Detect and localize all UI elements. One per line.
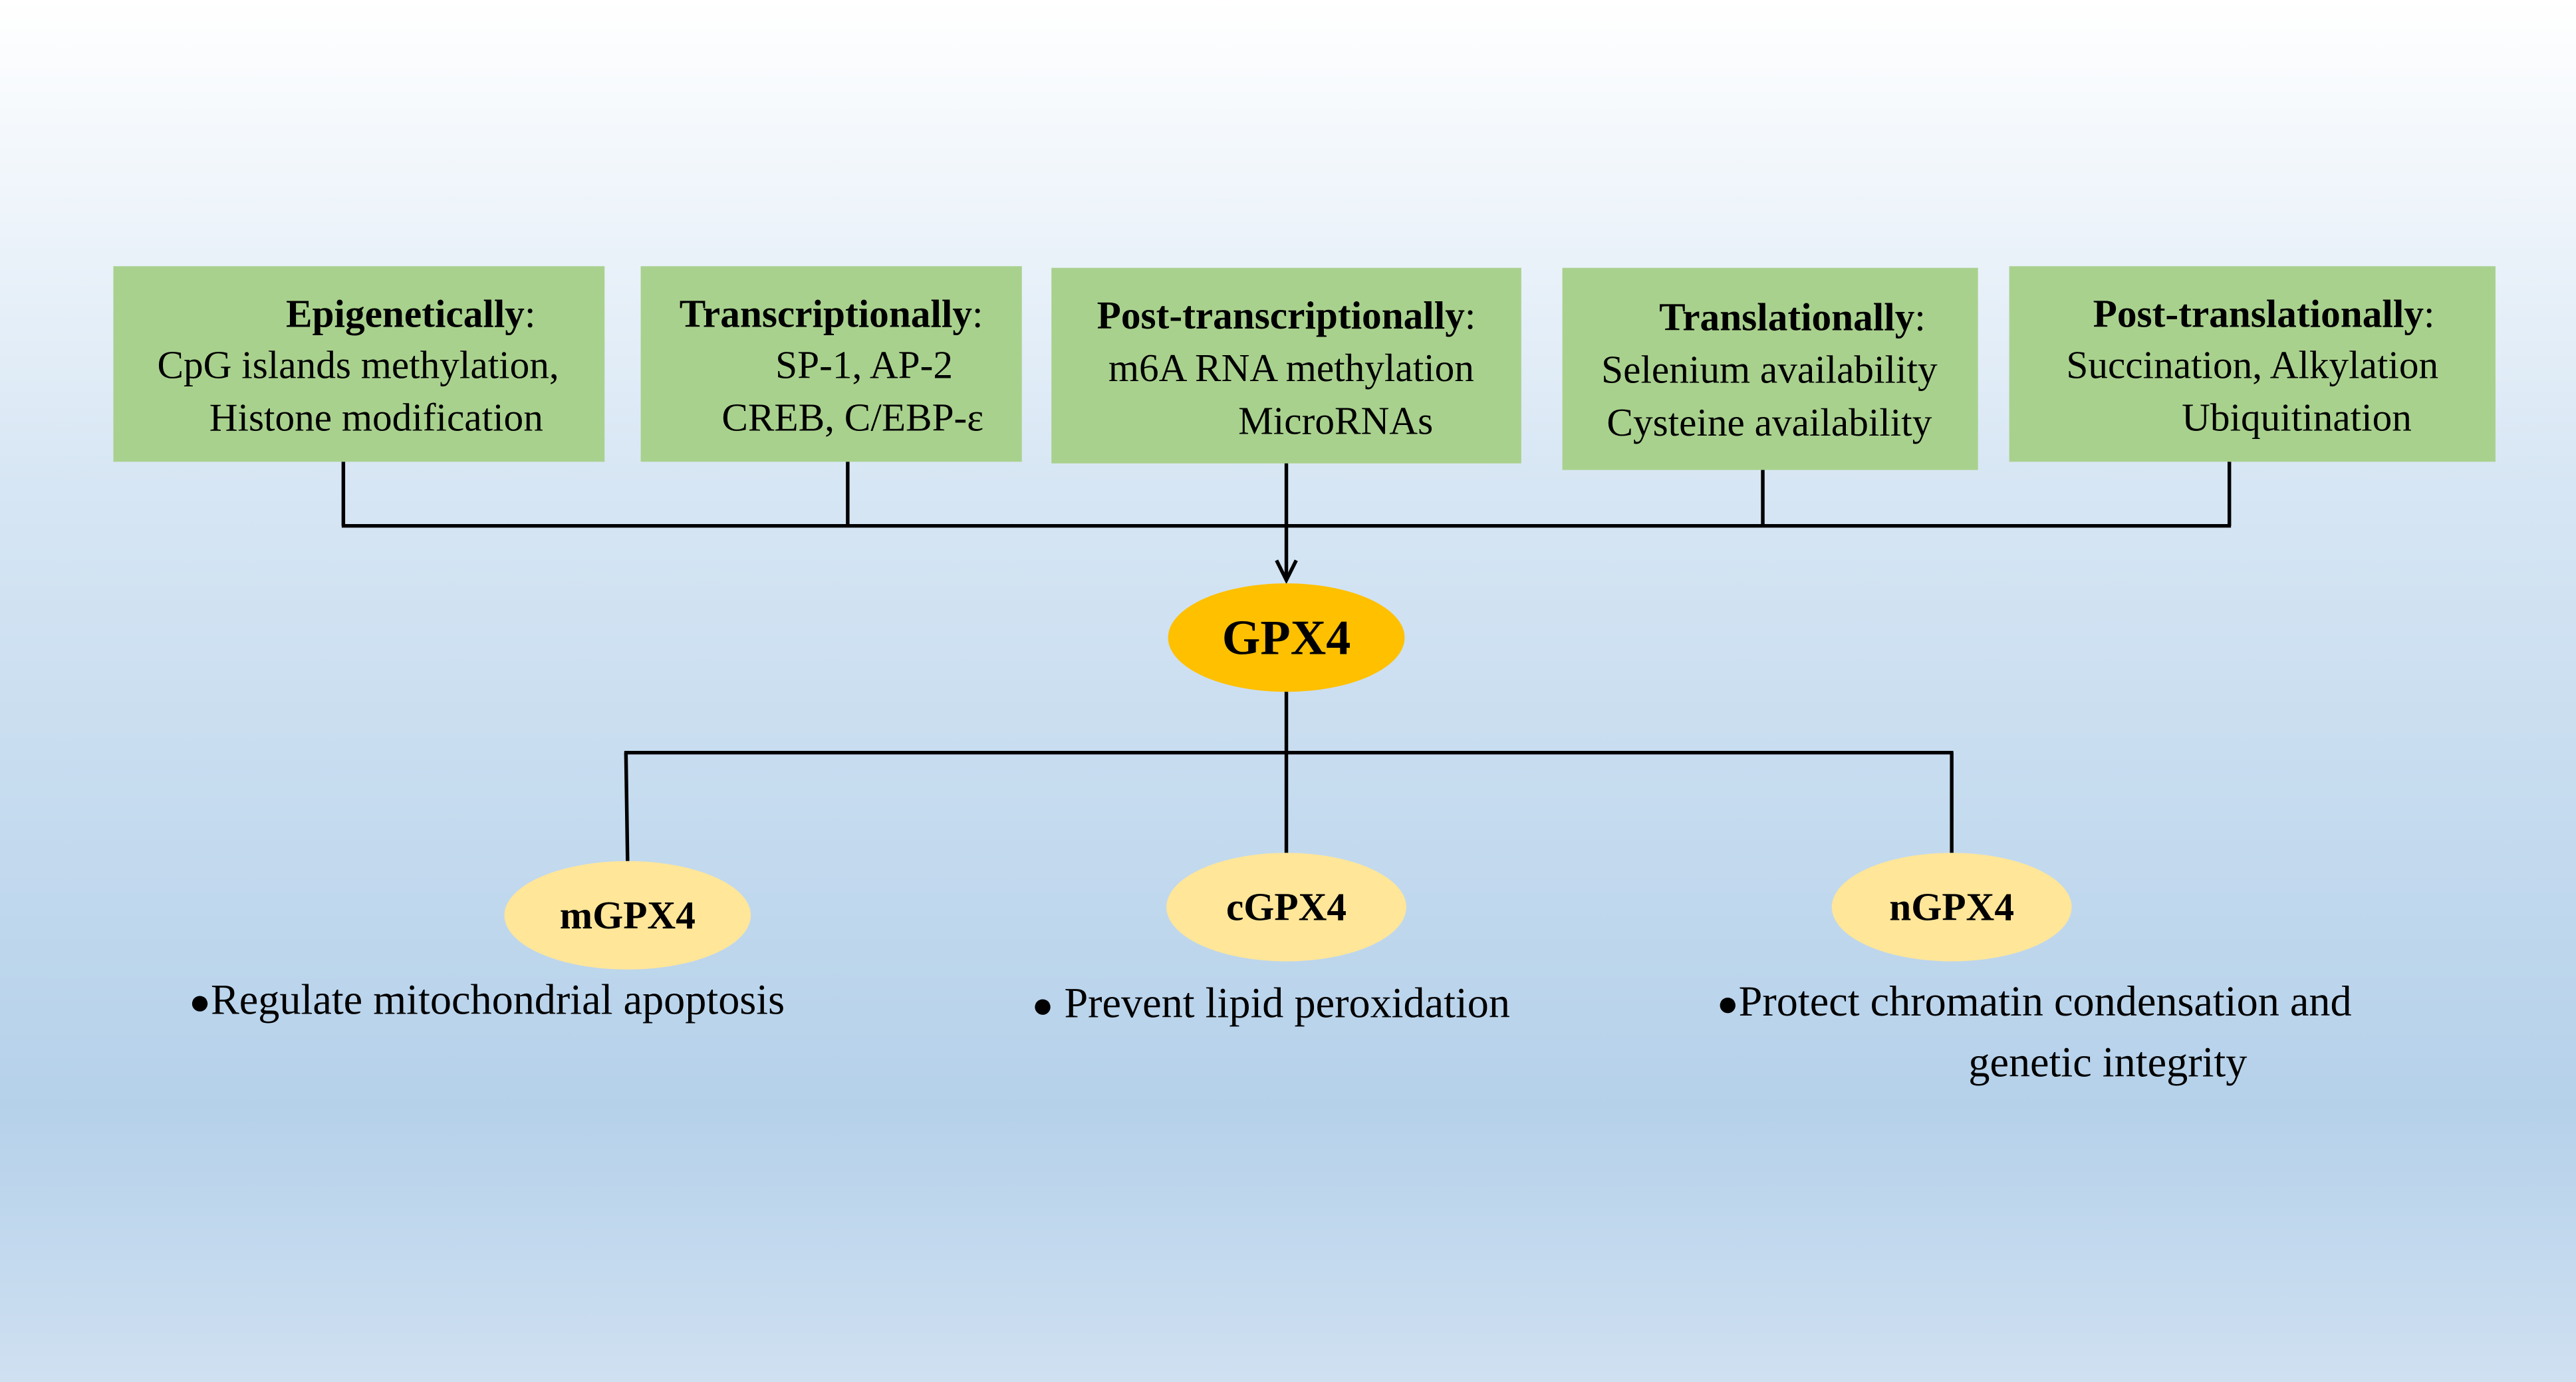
box-rect bbox=[113, 266, 605, 462]
box-line: CpG islands methylation, bbox=[157, 343, 559, 386]
box-line: CREB, C/EBP-ε bbox=[721, 395, 983, 439]
gpx4-label: GPX4 bbox=[1222, 611, 1351, 665]
upper-connectors bbox=[341, 462, 2232, 585]
isoform-ellipse bbox=[1831, 853, 2072, 962]
regulation-box-transcriptional: Transcriptionally: SP-1, AP-2 CREB, C/EB… bbox=[640, 266, 1022, 462]
isoform-function: ●Regulate mitochondrial apoptosis bbox=[189, 976, 785, 1024]
regulation-box-epigenetic: Epigenetically: CpG islands methylation,… bbox=[113, 266, 605, 462]
box-line: Cysteine availability bbox=[1607, 400, 1932, 444]
box-rect bbox=[1562, 267, 1978, 470]
box-heading: Epigenetically: bbox=[286, 292, 535, 336]
box-heading: Post-translationally: bbox=[2093, 292, 2435, 336]
isoform-cgpx4: cGPX4 ● Prevent lipid peroxidation bbox=[1032, 853, 1510, 1026]
box-line: Histone modification bbox=[209, 395, 543, 439]
box-line: Selenium availability bbox=[1601, 348, 1938, 392]
regulation-box-translational: Translationally: Selenium availability C… bbox=[1562, 267, 1978, 470]
isoform-function-line2: genetic integrity bbox=[1968, 1038, 2247, 1085]
box-line: Succination, Alkylation bbox=[2066, 343, 2438, 386]
lower-connectors bbox=[624, 692, 1954, 861]
isoform-label: nGPX4 bbox=[1889, 885, 2014, 929]
box-heading: Transcriptionally: bbox=[680, 292, 983, 336]
box-rect bbox=[1051, 267, 1521, 464]
box-line: MicroRNAs bbox=[1238, 398, 1433, 442]
box-line: m6A RNA methylation bbox=[1108, 346, 1474, 390]
isoform-ellipse bbox=[504, 861, 751, 970]
isoform-function: ●Protect chromatin condensation and bbox=[1717, 978, 2352, 1025]
isoform-label: cGPX4 bbox=[1226, 885, 1347, 929]
bullet-icon: ● bbox=[1717, 984, 1739, 1024]
bullet-icon: ● bbox=[189, 982, 211, 1022]
bullet-icon: ● bbox=[1032, 985, 1054, 1025]
connector bbox=[624, 752, 630, 861]
isoform-label: mGPX4 bbox=[560, 893, 696, 937]
box-heading: Translationally: bbox=[1659, 295, 1926, 339]
box-rect bbox=[640, 266, 1022, 462]
gpx4-ellipse bbox=[1168, 583, 1405, 692]
box-line: SP-1, AP-2 bbox=[775, 343, 953, 386]
isoform-function: ● Prevent lipid peroxidation bbox=[1032, 979, 1510, 1026]
box-heading: Post-transcriptionally: bbox=[1097, 293, 1476, 337]
box-line: Ubiquitination bbox=[2182, 395, 2412, 439]
arrow-down-icon bbox=[1275, 559, 1298, 585]
isoform-ngpx4: nGPX4 ●Protect chromatin condensation an… bbox=[1717, 853, 2352, 1085]
regulation-box-post-translational: Post-translationally: Succination, Alkyl… bbox=[2009, 266, 2496, 462]
isoform-ellipse bbox=[1166, 853, 1406, 962]
isoform-mgpx4: mGPX4 ●Regulate mitochondrial apoptosis bbox=[189, 861, 785, 1024]
regulation-box-post-transcriptional: Post-transcriptionally: m6A RNA methylat… bbox=[1051, 267, 1521, 464]
gpx4-node: GPX4 bbox=[1168, 583, 1405, 692]
box-rect bbox=[2009, 266, 2496, 462]
